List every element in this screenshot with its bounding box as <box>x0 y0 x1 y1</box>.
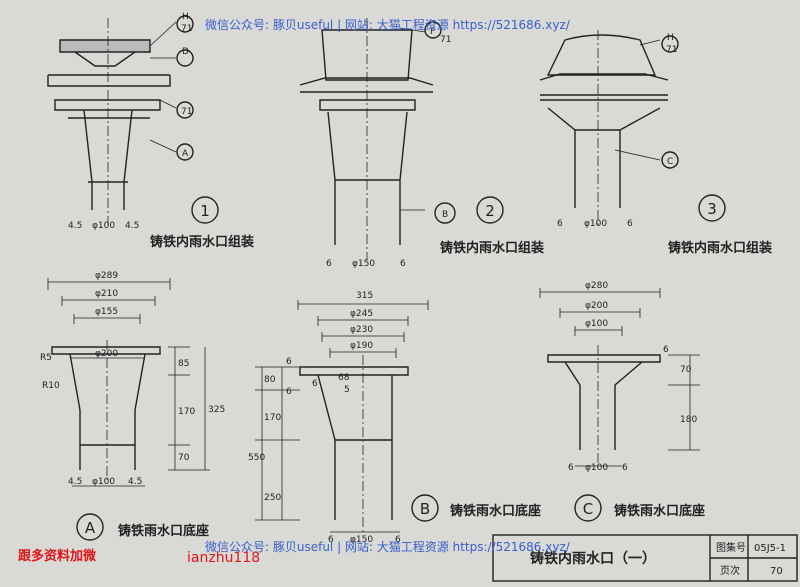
assembly-3-drawing <box>539 30 669 225</box>
dim-b-315: 315 <box>356 291 373 301</box>
dim-c-right: 6 <box>622 463 628 473</box>
detail-letter-c: C <box>583 500 593 518</box>
dim-detail1-dia: φ100 <box>92 221 115 231</box>
label-detail1-h: H <box>182 12 189 22</box>
label-detail3-71: 71 <box>666 45 677 55</box>
label-detail1-d: D <box>182 47 189 57</box>
dim-a-210: φ210 <box>95 289 118 299</box>
dim-detail2-dia: φ150 <box>352 259 375 269</box>
dim-detail3-dia: φ100 <box>584 219 607 229</box>
watermark-bottom: 微信公众号: 豚贝useful | 网站: 大猫工程资源 https://521… <box>205 540 570 554</box>
label-detail2-f: F <box>430 27 435 37</box>
dim-b-250: 250 <box>264 493 281 503</box>
detail-letter-b: B <box>420 500 430 518</box>
dim-c-180: 180 <box>680 415 697 425</box>
page-number: 70 <box>770 566 783 577</box>
watermark-top: 微信公众号: 豚贝useful | 网站: 大猫工程资源 https://521… <box>205 18 570 32</box>
dim-b-6c: 6 <box>312 379 318 389</box>
caption-detail-c: 铸铁雨水口底座 <box>614 503 705 519</box>
label-detail3-c: C <box>667 157 673 167</box>
atlas-label: 图集号 <box>716 541 746 554</box>
dim-b-right: 6 <box>395 535 401 545</box>
detail-number-3: 3 <box>707 200 717 218</box>
dim-c-70: 70 <box>680 365 692 375</box>
caption-detail-a: 铸铁雨水口底座 <box>118 523 209 539</box>
dim-a-left: 4.5 <box>68 477 82 487</box>
dim-b-230: φ230 <box>350 325 373 335</box>
sheet-title: 铸铁内雨水口（一） <box>530 550 656 567</box>
dim-b-245: φ245 <box>350 309 373 319</box>
dim-a-85: 85 <box>178 359 189 369</box>
detail-number-1: 1 <box>200 202 210 220</box>
dim-b-5: 5 <box>344 385 350 395</box>
label-detail1-71b: 71 <box>181 107 192 117</box>
dim-c-dia: φ100 <box>585 463 608 473</box>
dim-b-left: 6 <box>328 535 334 545</box>
dim-b-190: φ190 <box>350 341 373 351</box>
side-note-line1: 跟多资料加微 <box>18 549 97 564</box>
caption-detail-1: 铸铁内雨水口组装 <box>150 234 254 250</box>
dim-c-left: 6 <box>568 463 574 473</box>
dim-c-280: φ280 <box>585 281 608 291</box>
atlas-number: 05J5-1 <box>754 543 786 554</box>
side-note-line2: ianzhu118 <box>187 550 261 566</box>
dim-b-dia: φ150 <box>350 535 373 545</box>
base-c-drawing <box>539 288 700 467</box>
dim-b-68: 68 <box>338 373 350 383</box>
caption-detail-b: 铸铁雨水口底座 <box>450 503 541 519</box>
label-detail1-a: A <box>182 149 189 159</box>
dim-a-289: φ289 <box>95 271 118 281</box>
dim-c-6a: 6 <box>663 345 669 355</box>
dim-a-200: φ200 <box>95 349 118 359</box>
base-a-drawing <box>47 278 210 487</box>
label-detail3-h: H <box>667 33 674 43</box>
dim-a-155: φ155 <box>95 307 118 317</box>
detail-letter-a: A <box>85 519 96 537</box>
title-block-frame <box>492 534 798 582</box>
caption-detail-2: 铸铁内雨水口组装 <box>440 240 544 256</box>
dim-detail3-right: 6 <box>627 219 633 229</box>
radius-r5: R5 <box>40 353 52 363</box>
dim-b-550: 550 <box>248 453 265 463</box>
detail-number-2: 2 <box>485 202 495 220</box>
page-label: 页次 <box>720 564 740 577</box>
label-detail2-71: 71 <box>440 35 451 45</box>
radius-r10: R10 <box>42 381 60 391</box>
dim-detail1-left: 4.5 <box>68 221 82 231</box>
label-detail2-b: B <box>442 210 448 220</box>
label-detail1-71a: 71 <box>181 24 192 34</box>
dim-a-70: 70 <box>178 453 190 463</box>
caption-detail-3: 铸铁内雨水口组装 <box>668 240 772 256</box>
dim-a-dia: φ100 <box>92 477 115 487</box>
dim-b-170: 170 <box>264 413 281 423</box>
assembly-1-drawing <box>47 18 177 225</box>
base-b-drawing <box>255 300 429 535</box>
dim-c-100: φ100 <box>585 319 608 329</box>
dim-c-200: φ200 <box>585 301 608 311</box>
dim-detail2-left: 6 <box>326 259 332 269</box>
assembly-2-drawing <box>299 18 434 260</box>
dim-b-6b: 6 <box>286 357 292 367</box>
dim-b-80: 80 <box>264 375 276 385</box>
dim-detail1-right: 4.5 <box>125 221 139 231</box>
dim-detail3-left: 6 <box>557 219 563 229</box>
dim-b-6a: 6 <box>286 387 292 397</box>
dim-detail2-right: 6 <box>400 259 406 269</box>
dim-a-325: 325 <box>208 405 225 415</box>
dim-a-right: 4.5 <box>128 477 142 487</box>
dim-a-170: 170 <box>178 407 195 417</box>
